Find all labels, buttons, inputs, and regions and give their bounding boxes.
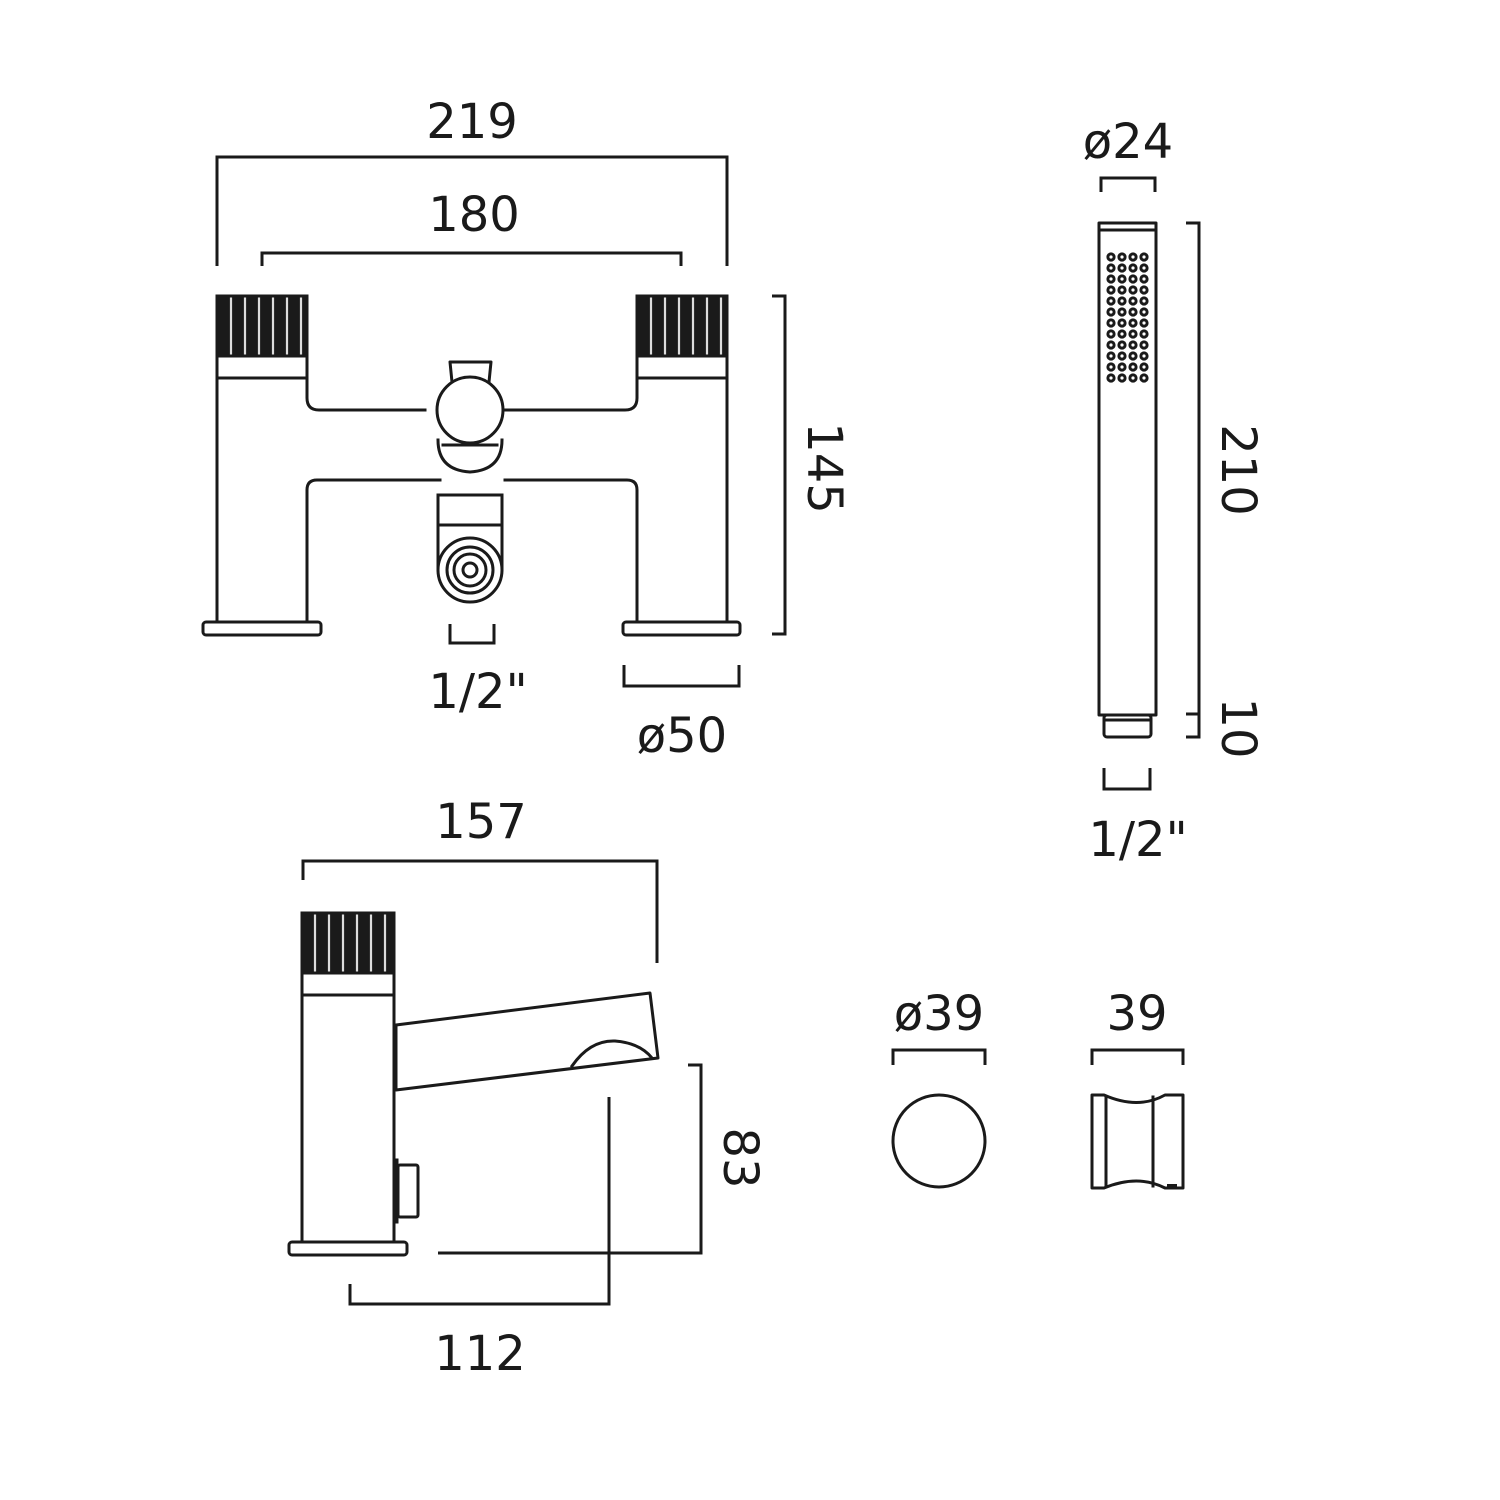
label-handset-length: 210 <box>1210 424 1266 516</box>
dimension-depth: 157 <box>301 794 659 963</box>
mixer-body-front <box>201 294 742 637</box>
dimension-overall-width: 219 <box>215 94 729 266</box>
label-head-diameter: ø24 <box>1083 114 1173 170</box>
dimension-inlet: 1/2" <box>428 624 528 720</box>
left-handle-knurl <box>215 294 309 358</box>
label-bracket-diameter: ø39 <box>894 986 984 1042</box>
dimension-connector-thread: 1/2" <box>1088 768 1188 868</box>
dimension-connector-length: 10 <box>1186 697 1266 759</box>
right-base <box>621 620 742 637</box>
right-handle-collar <box>635 354 729 380</box>
dimension-spout-projection: 112 <box>348 1097 611 1382</box>
spray-nozzles <box>1106 252 1149 383</box>
diverter-knob <box>435 360 505 474</box>
label-base-diameter: ø50 <box>637 708 727 764</box>
label-height: 145 <box>796 422 852 514</box>
wall-bracket-plan: ø39 <box>891 986 987 1189</box>
handset-view: ø24 210 10 1/2" <box>1083 114 1266 868</box>
label-depth: 157 <box>435 794 527 850</box>
front-view: 219 180 <box>201 94 852 764</box>
bracket-side-outline <box>1090 1093 1185 1190</box>
label-connector-length: 10 <box>1210 697 1266 758</box>
left-handle-collar <box>215 354 309 380</box>
label-centres: 180 <box>428 187 520 243</box>
dimension-bracket-diameter <box>891 1048 987 1065</box>
dimension-head-diameter: ø24 <box>1083 114 1173 192</box>
label-spout-projection: 112 <box>434 1326 526 1382</box>
mixer-body-side <box>287 911 660 1257</box>
handset-connector <box>1102 713 1153 739</box>
dimension-height: 145 <box>772 294 852 636</box>
spout <box>394 991 660 1092</box>
label-inlet: 1/2" <box>428 664 527 720</box>
side-handle-knurl <box>300 911 396 975</box>
dimension-handset-length: 210 <box>1186 221 1266 716</box>
dimension-centres: 180 <box>260 187 683 266</box>
bracket-plan-circle <box>891 1093 987 1189</box>
label-connector-thread: 1/2" <box>1088 812 1187 868</box>
side-base <box>287 1240 409 1257</box>
left-base <box>201 620 323 637</box>
side-diverter-button <box>396 1163 420 1219</box>
hose-outlet <box>436 493 504 604</box>
label-overall-width: 219 <box>426 94 518 150</box>
side-handle-collar <box>300 971 396 997</box>
label-bracket-width: 39 <box>1106 986 1167 1042</box>
handset-body <box>1097 221 1158 739</box>
dimension-base-diameter: ø50 <box>622 665 741 764</box>
wall-bracket-side: 39 <box>1090 986 1185 1190</box>
dimension-bracket-width <box>1090 1048 1185 1065</box>
spout-aerator <box>569 1039 655 1069</box>
dimension-spout-height: 83 <box>438 1063 768 1255</box>
side-view: 157 83 112 <box>287 794 768 1382</box>
label-spout-height: 83 <box>712 1127 768 1188</box>
right-handle-knurl <box>635 294 729 358</box>
